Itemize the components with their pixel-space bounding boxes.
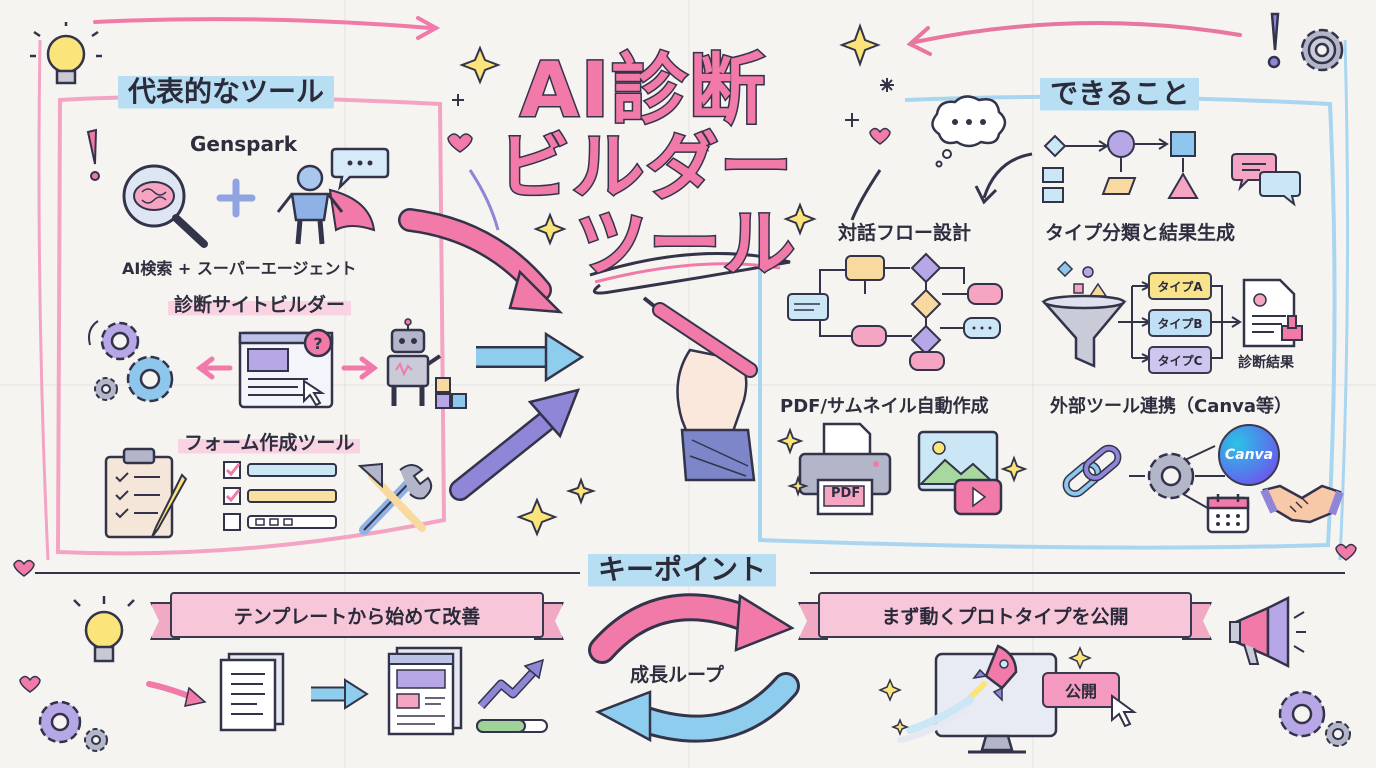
cursor-icon bbox=[1111, 694, 1138, 728]
pdf-icon-label: PDF bbox=[831, 486, 861, 501]
robot-icon bbox=[386, 318, 467, 409]
bottom-heading: キーポイント bbox=[588, 546, 777, 590]
form-tool-label: フォーム作成ツール bbox=[178, 428, 361, 455]
lightbulb-icon bbox=[73, 596, 135, 663]
title-line-3: ツール bbox=[573, 201, 798, 288]
canva-logo: Canva bbox=[1218, 424, 1280, 486]
site-window-icon: ? bbox=[238, 328, 334, 409]
thought-cloud-icon bbox=[931, 95, 1007, 168]
genspark-caption: AI検索 + スーパーエージェント bbox=[122, 259, 357, 278]
monitor-rocket-icon bbox=[878, 644, 1092, 754]
external-label: 外部ツール連携（Canva等） bbox=[1050, 396, 1293, 417]
site-builder-label: 診断サイトビルダー bbox=[168, 290, 352, 317]
plus-icon bbox=[216, 178, 256, 218]
dialog-flowchart-icon bbox=[787, 252, 1003, 371]
sparkle-icons bbox=[516, 477, 597, 537]
curved-arrow-icon bbox=[974, 152, 1033, 205]
template-flow-icon bbox=[146, 646, 548, 736]
chat-bubble-icon bbox=[330, 147, 390, 191]
publish-button[interactable]: 公開 bbox=[1042, 672, 1120, 708]
funnel-icon bbox=[1041, 260, 1127, 368]
result-label: 診断結果 bbox=[1238, 355, 1294, 371]
type-branch-lines bbox=[1118, 281, 1153, 363]
title-line-2: ビルダー bbox=[496, 124, 795, 211]
type-a-pill: タイプA bbox=[1148, 272, 1212, 300]
right-heading: できること bbox=[1040, 70, 1200, 114]
growth-loop-label: 成長ループ bbox=[630, 664, 724, 686]
gears-icon bbox=[38, 700, 108, 752]
sparkle-icons bbox=[776, 427, 1028, 497]
gear-icon bbox=[1300, 28, 1344, 72]
form-fields-icon bbox=[223, 461, 337, 531]
handshake-icon bbox=[1260, 484, 1344, 524]
exclamation-icon bbox=[1267, 12, 1281, 69]
superhero-agent-icon bbox=[276, 164, 376, 245]
chat-bubbles-icon bbox=[1231, 153, 1301, 207]
calendar-icon bbox=[1206, 494, 1250, 534]
megaphone-icon bbox=[1229, 595, 1306, 669]
growth-loop-icon bbox=[588, 593, 800, 743]
type-result-label: タイプ分類と結果生成 bbox=[1045, 222, 1236, 244]
clipboard-icon bbox=[104, 447, 188, 539]
gears-icon bbox=[1278, 690, 1351, 747]
image-thumbnail-icon bbox=[917, 430, 1003, 516]
link-chain-icon bbox=[1062, 444, 1122, 498]
title-line-1: AI診断 bbox=[518, 44, 768, 136]
svg-text:?: ? bbox=[313, 334, 322, 353]
lightbulb-icon bbox=[30, 22, 102, 85]
flowchart-shapes-icon bbox=[1042, 130, 1199, 203]
magnifier-brain-icon bbox=[122, 164, 208, 248]
printer-icon bbox=[798, 422, 892, 516]
genspark-label: Genspark bbox=[190, 132, 298, 156]
hand-with-pen-icon bbox=[642, 296, 758, 482]
gears-icon bbox=[88, 320, 174, 403]
result-arrow-icon bbox=[1210, 285, 1242, 359]
hub-gear-icon bbox=[1129, 445, 1225, 511]
type-c-pill: タイプC bbox=[1148, 346, 1212, 374]
heart-icons bbox=[13, 543, 1357, 693]
result-document-icon bbox=[1242, 278, 1303, 348]
template-banner: テンプレートから始めて改善 bbox=[170, 592, 544, 638]
right-arrow-icon bbox=[341, 356, 379, 380]
exclamation-icon bbox=[86, 128, 100, 181]
pdf-thumb-label: PDF/サムネイル自動作成 bbox=[780, 396, 989, 417]
dialog-flow-label: 対話フロー設計 bbox=[838, 222, 972, 244]
flow-arrows bbox=[398, 208, 585, 501]
sparkle-icons bbox=[447, 23, 894, 246]
tools-icon bbox=[357, 462, 433, 535]
prototype-banner: まず動くプロトタイプを公開 bbox=[818, 592, 1192, 638]
type-b-pill: タイプB bbox=[1148, 309, 1212, 337]
left-arrow-icon bbox=[195, 356, 233, 380]
left-heading: 代表的なツール bbox=[118, 68, 335, 112]
